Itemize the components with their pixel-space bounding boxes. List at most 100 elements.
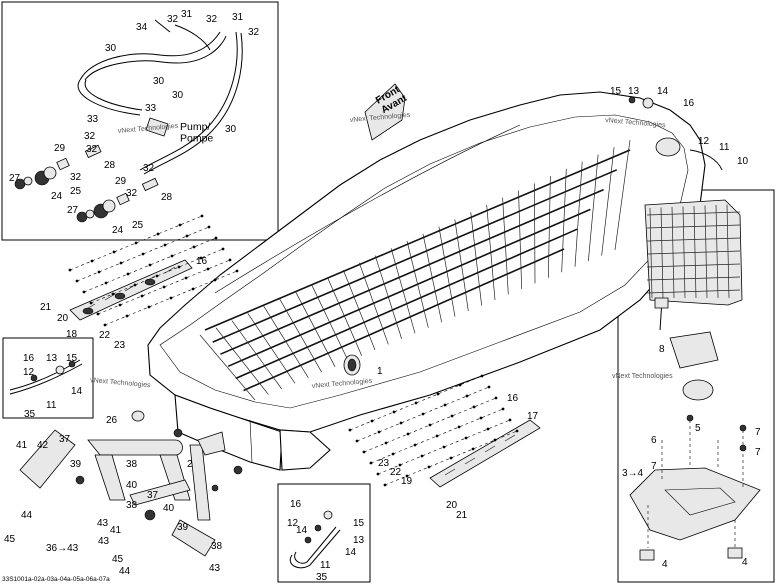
callout-c7b: 7: [755, 447, 761, 458]
callout-c7c: 7: [651, 461, 657, 472]
callout-c45a: 45: [4, 534, 16, 545]
grid-line: [454, 219, 469, 312]
bolt-dot: [82, 290, 86, 294]
grid-line: [263, 305, 309, 378]
callout-c33a: 33: [145, 103, 157, 114]
bolt-fields: [68, 214, 519, 487]
bolt-dot: [221, 247, 225, 251]
grid-line: [279, 298, 322, 373]
bolt-dot: [458, 383, 462, 387]
grid-line: [406, 241, 429, 328]
callout-c26: 26: [106, 415, 118, 426]
callout-c34b: 3→4: [622, 468, 644, 479]
callout-c24b: 24: [112, 225, 124, 236]
grid-line: [422, 233, 443, 323]
bolt-dot: [89, 301, 93, 305]
bolt-dot: [207, 225, 211, 229]
callout-c16b: 16: [196, 256, 208, 267]
callout-c29a: 29: [54, 143, 66, 154]
callout-c12c: 12: [287, 518, 299, 529]
hull-fittings: [131, 354, 361, 492]
callout-c29b: 29: [115, 176, 127, 187]
bolt-dot: [148, 263, 152, 267]
bolt-dot: [90, 259, 94, 263]
bolt-dot: [428, 423, 432, 427]
bolt-dot: [140, 294, 144, 298]
bolt-dot: [457, 425, 461, 429]
bolt-dot: [235, 269, 239, 273]
callout-c34: 34: [136, 22, 148, 33]
drain-left-drawing: [9, 359, 83, 395]
inset-drain-left-panel: [2, 337, 94, 419]
bolt-dot: [112, 250, 116, 254]
bolt-dot: [449, 456, 453, 460]
callout-c32a: 32: [167, 14, 179, 25]
grid-line: [295, 291, 336, 367]
callout-c19: 19: [401, 476, 413, 487]
bolt-dot: [376, 472, 380, 476]
bolt-dot: [156, 232, 160, 236]
bolt-dot: [515, 429, 519, 433]
bolt-dot: [391, 452, 395, 456]
bolt-dot: [118, 303, 122, 307]
bolt-dot: [414, 401, 418, 405]
hull-grid: [199, 139, 631, 401]
bolt-dot: [169, 296, 173, 300]
bolt-dot: [184, 276, 188, 280]
bolt-dot: [443, 403, 447, 407]
callout-c15c: 15: [353, 518, 365, 529]
bolt-dot: [191, 287, 195, 291]
bolt-dot: [192, 245, 196, 249]
drain-top-right: [628, 96, 723, 171]
bolt-dot: [170, 254, 174, 258]
grid-line: [231, 320, 282, 390]
inset-hoses-panel: [1, 1, 279, 241]
bolt-dot: [141, 252, 145, 256]
callout-c14b: 14: [71, 386, 83, 397]
callout-c13a: 13: [628, 86, 640, 97]
grid-line: [502, 197, 509, 295]
callout-c43b: 43: [98, 536, 110, 547]
bolt-dot: [383, 483, 387, 487]
bolt-dot: [125, 314, 129, 318]
callout-c25b: 25: [132, 220, 144, 231]
bolt-dot: [68, 268, 72, 272]
callout-c11a: 11: [719, 142, 730, 153]
bolt-dot: [147, 305, 151, 309]
figure-id: 33S1001a-02a-03a-04a-05a-06a-07a: [2, 576, 110, 583]
bolt-dot: [355, 439, 359, 443]
callout-c38a: 38: [126, 459, 138, 470]
grid-line: [247, 313, 296, 384]
bolt-dot: [420, 454, 424, 458]
bolt-dot: [370, 419, 374, 423]
grid-line: [390, 248, 416, 334]
bolt-dot: [399, 421, 403, 425]
grid-line: [438, 226, 456, 317]
bolt-dot: [450, 414, 454, 418]
callout-c28b: 28: [161, 192, 173, 203]
callout-c15a: 15: [610, 86, 622, 97]
callout-c1: 1: [377, 366, 383, 377]
watermark-4: vNext Technologies: [90, 377, 151, 389]
callout-c44a: 44: [21, 510, 33, 521]
grid-line: [343, 269, 376, 351]
bolt-dot: [199, 256, 203, 260]
bolt-dot: [442, 445, 446, 449]
grid-line: [547, 176, 551, 278]
callout-c2: 2: [187, 459, 193, 470]
callout-c32g: 32: [143, 163, 155, 174]
bolt-dot: [96, 312, 100, 316]
callout-c45b: 45: [112, 554, 124, 565]
bolt-dot: [206, 267, 210, 271]
bolt-dot: [421, 412, 425, 416]
bolt-dot: [435, 434, 439, 438]
callout-c44b: 44: [119, 566, 131, 577]
bolt-dot: [134, 241, 138, 245]
bolt-dot: [493, 438, 497, 442]
bolt-dot: [486, 427, 490, 431]
callout-c14a: 14: [657, 86, 669, 97]
bolt-dot: [436, 392, 440, 396]
